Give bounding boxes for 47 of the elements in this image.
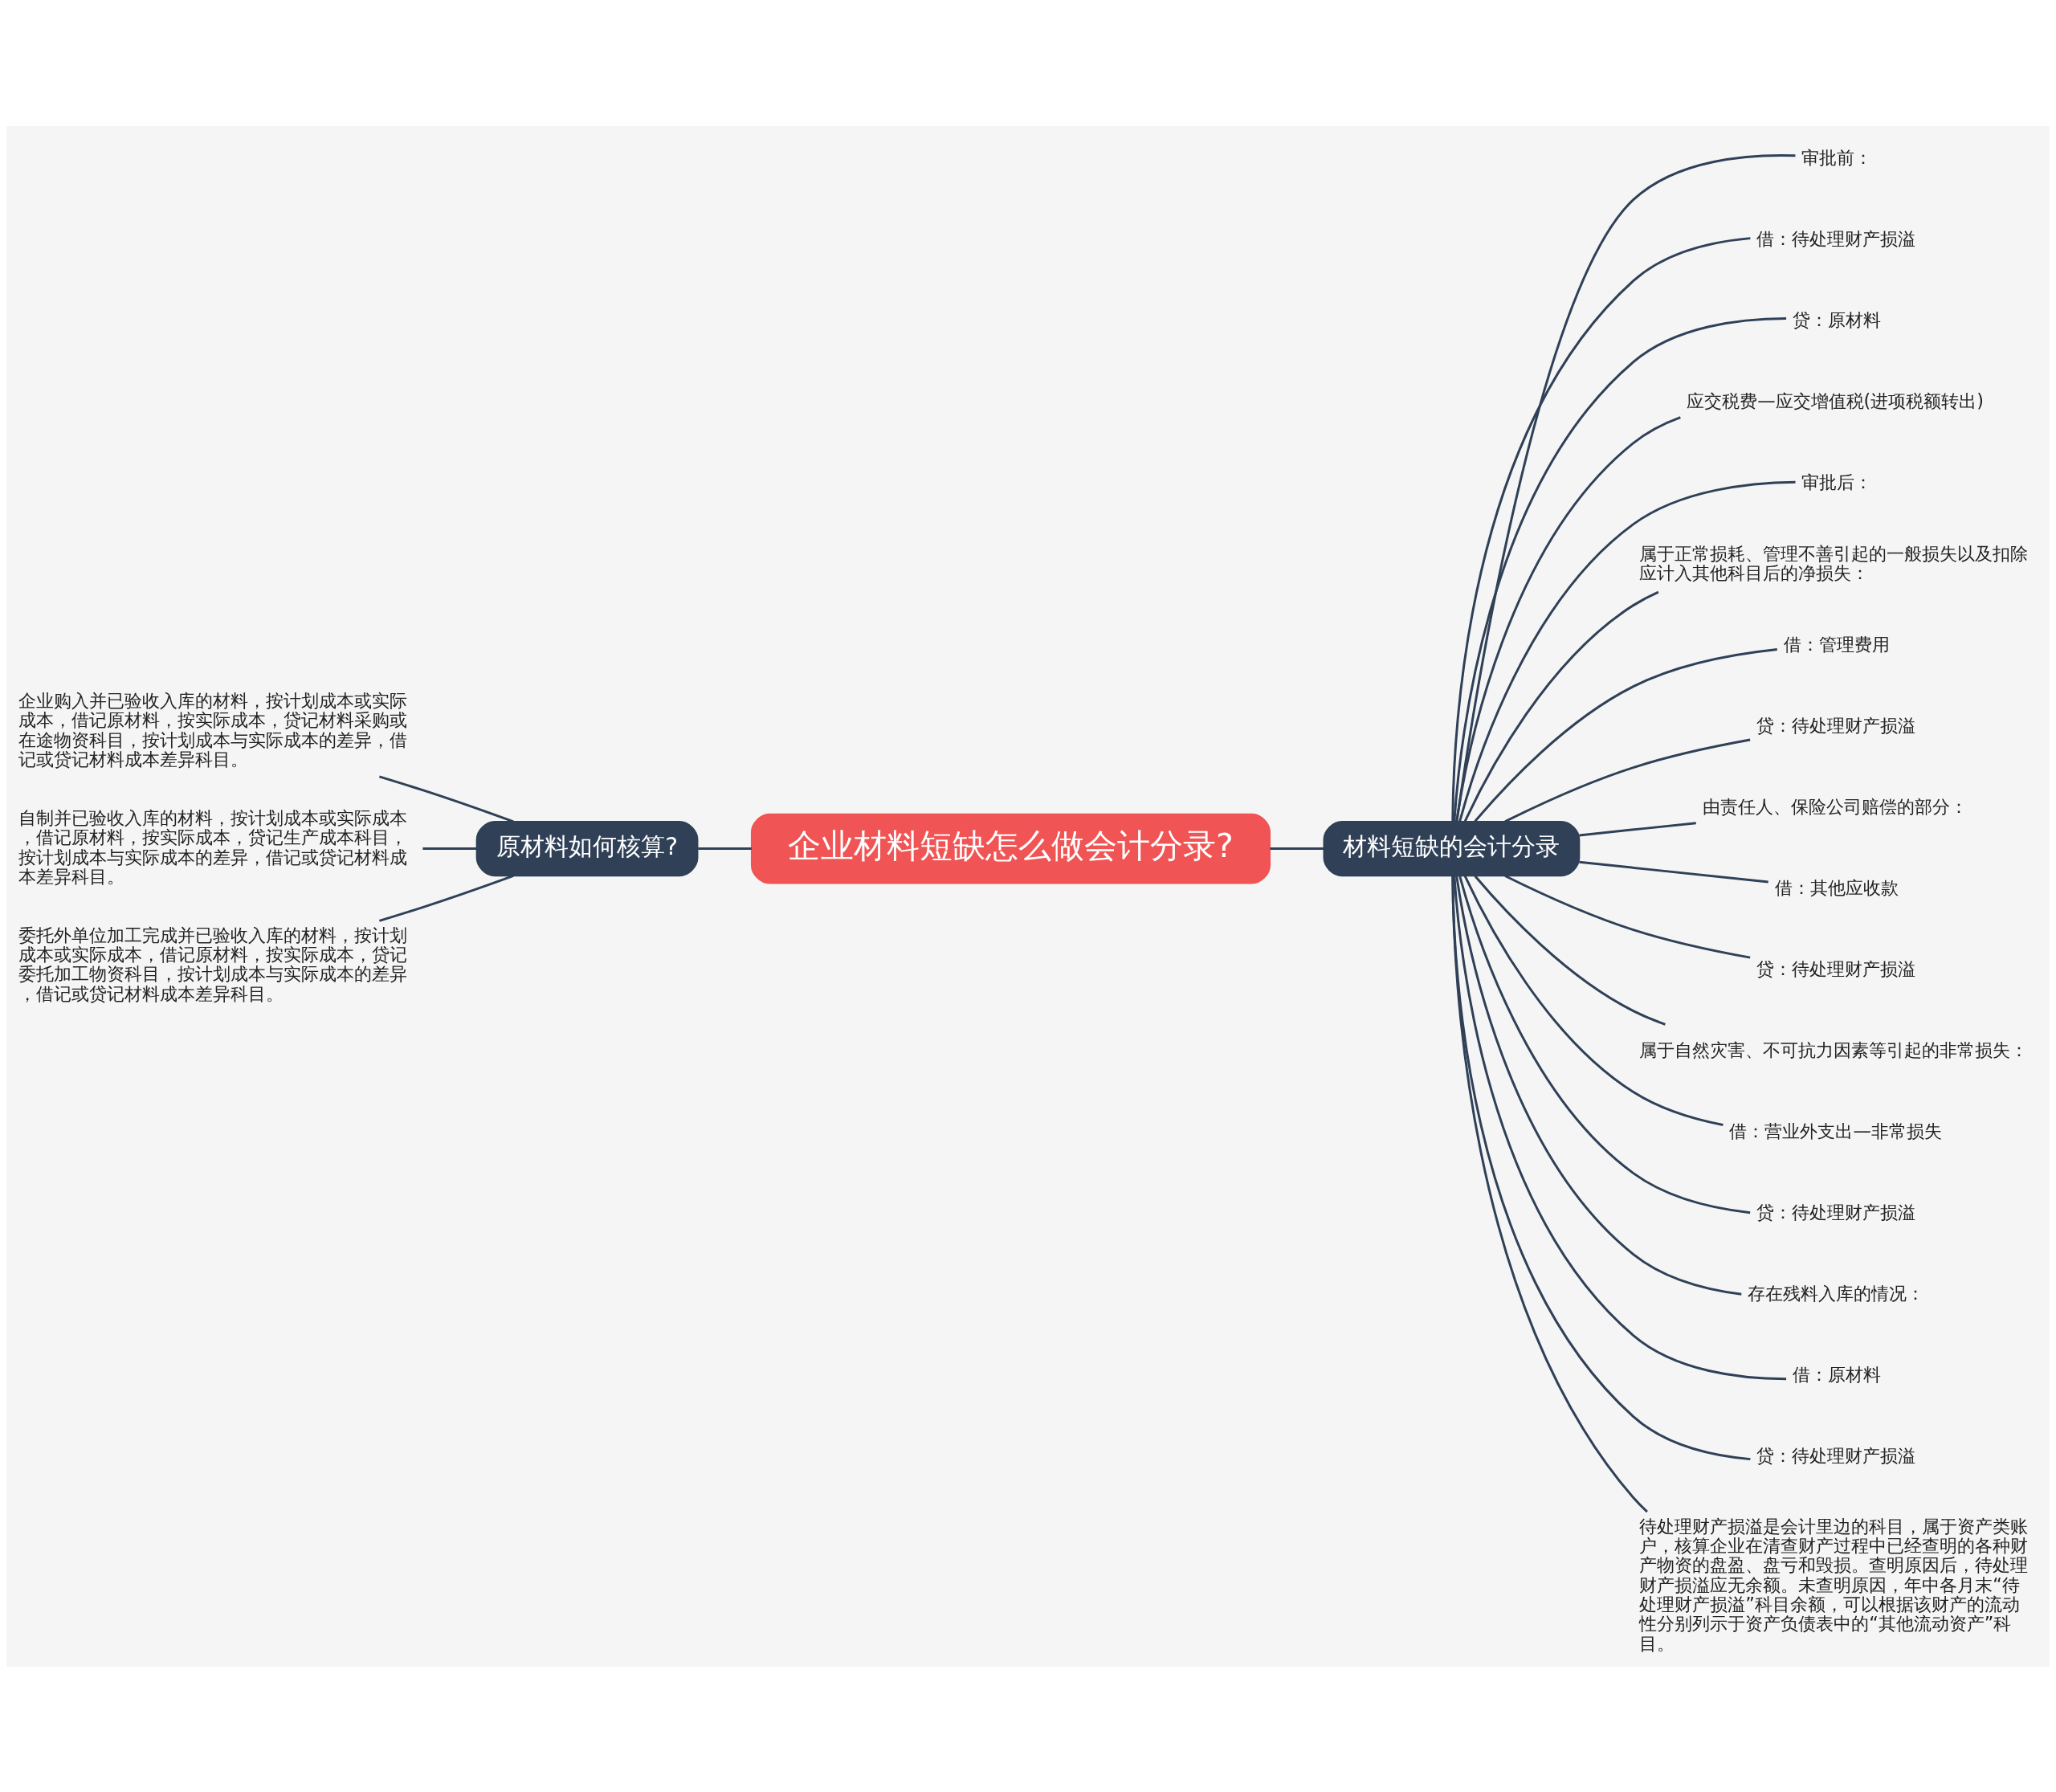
node-text: 属于正常损耗、管理不善引起的一般损失以及扣除应计入其他科目后的净损失： <box>1639 542 2029 583</box>
node-text: 审批后： <box>1801 471 1873 492</box>
connector <box>379 774 514 823</box>
node-box: 企业材料短缺怎么做会计分录? <box>750 813 1271 884</box>
node-box: 材料短缺的会计分录 <box>1323 820 1581 876</box>
connector <box>1451 876 1648 1512</box>
connector <box>1451 876 1751 1460</box>
connector <box>379 874 514 922</box>
connector <box>1458 480 1796 822</box>
connector <box>1458 875 1751 1214</box>
connector <box>1463 590 1659 823</box>
connector <box>1451 236 1751 821</box>
node-text: 借：其他应收款 <box>1774 876 1899 898</box>
node-text: 属于自然灾害、不可抗力因素等引起的非常损失： <box>1639 1039 2029 1060</box>
node-text: 自制并已验收入库的材料，按计划成本或实际成本，借记原材料，按实际成本，贷记生产成本科目，按计划成本与实际成本的差异，借记或贷记材料成本差异科目。 <box>18 806 408 887</box>
connector <box>1455 876 1742 1296</box>
node-text: 借：管理费用 <box>1783 633 1890 655</box>
node-text: 应交税费—应交增值税(进项税额转出) <box>1687 390 1985 411</box>
node-text: 借：营业外支出—非常损失 <box>1729 1120 1942 1141</box>
connector <box>1455 415 1681 822</box>
node-text: 贷：待处理财产损溢 <box>1756 957 1916 979</box>
node-text: 由责任人、保险公司赔偿的部分： <box>1702 795 1968 817</box>
connector <box>1453 316 1787 822</box>
connector <box>1504 874 1751 959</box>
connector <box>1579 860 1768 884</box>
connector <box>1453 875 1787 1380</box>
connector <box>1474 875 1666 1026</box>
connector <box>1504 738 1751 823</box>
node-text: 贷：待处理财产损溢 <box>1756 714 1916 736</box>
node-text: 贷：原材料 <box>1792 308 1881 330</box>
node-text: 待处理财产损溢是会计里边的科目，属于资产类账户，核算企业在清查财产过程中已经查明的各种财产物资的盘盈、盘亏和毁损。查明原因后，待处理财产损溢应无余额。未查明原因，年中各月末“待处理财产损溢”科目余额，可以根据该财产的流动性分别列示于资产负债表中的“其他流动资产”科目。 <box>1639 1515 2029 1654</box>
connector <box>1270 847 1324 850</box>
connector <box>422 847 477 850</box>
connector <box>1474 647 1777 823</box>
node-text: 贷：待处理财产损溢 <box>1756 1444 1916 1466</box>
node-box: 原材料如何核算? <box>475 820 699 876</box>
node-text: 企业购入并已验收入库的材料，按计划成本或实际成本，借记原材料，按实际成本，贷记材料采购或在途物资科目，按计划成本与实际成本的差异，借记或贷记材料成本差异科目。 <box>18 689 408 769</box>
connector <box>1579 821 1696 836</box>
node-text: 存在残料入库的情况： <box>1747 1282 1924 1304</box>
node-text: 借：待处理财产损溢 <box>1756 227 1916 249</box>
node-text: 借：原材料 <box>1792 1363 1881 1385</box>
connector <box>1463 875 1724 1126</box>
node-text: 贷：待处理财产损溢 <box>1756 1201 1916 1223</box>
connector <box>1455 153 1796 822</box>
node-text: 审批前： <box>1801 146 1873 168</box>
connector <box>698 847 752 850</box>
node-text: 委托外单位加工完成并已验收入库的材料，按计划成本或实际成本，借记原材料，按实际成本，贷记委托加工物资科目，按计划成本与实际成本的差异，借记或贷记材料成本差异科目。 <box>18 924 408 1004</box>
